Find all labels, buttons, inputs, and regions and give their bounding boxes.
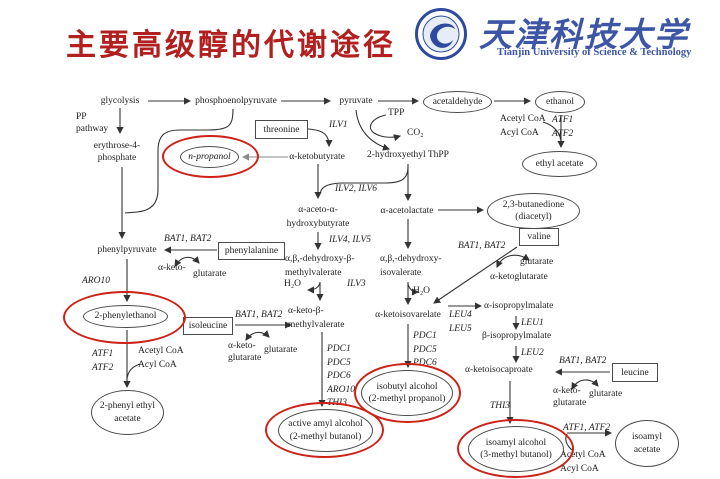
enzyme-pdc-list-mid: PDC1 PDC5 PDC6 ARO10 THI3 — [327, 344, 355, 408]
enzyme-atf1-atf2-right: ATF1, ATF2 — [563, 423, 611, 433]
node-dehydroxy-methylvalerate: α,β,-dehydroxy-β- methylvalerate — [285, 254, 355, 278]
enzyme-pdc-list-right: PDC1 PDC5 PDC6 — [413, 331, 437, 368]
node-keto-methylvalerate: α-keto-β- methylvalerate — [288, 306, 345, 330]
curve — [124, 108, 234, 214]
metabolite-h2o-right: H₂O — [413, 286, 431, 296]
node-phenylalanine: phenylalanine — [218, 242, 285, 260]
enzyme-aro10-left: ARO10 — [82, 276, 110, 286]
metabolite-glutarate-ile: glutarate — [264, 345, 298, 355]
metabolite-keto-leu: α-keto- glutarate — [553, 386, 587, 408]
enzyme-leu2: LEU2 — [521, 348, 544, 358]
enzyme-ilv2-ilv6: ILV2, ILV6 — [335, 184, 378, 194]
node-isoleucine: isoleucine — [183, 317, 233, 335]
highlight-ring-isoamyl — [457, 419, 574, 478]
highlight-ring-2-phenylethanol — [63, 291, 186, 344]
curve — [319, 166, 409, 195]
arrow — [496, 253, 530, 268]
node-alpha-isopropylmalate: α-isopropylmalate — [484, 301, 554, 311]
node-23-butanedione: 2,3-butanedione (diacetyl) — [487, 193, 580, 229]
node-glycolysis: glycolysis — [100, 96, 140, 106]
arrow — [245, 330, 270, 341]
highlight-ring-n-propanol — [162, 135, 259, 178]
arrow — [306, 282, 321, 294]
cofactor-co2: CO₂ — [407, 128, 424, 138]
cofactor-acetyl-acyl-coa-right: Acetyl CoA Acyl CoA — [560, 450, 606, 474]
enzyme-leu1: LEU1 — [521, 318, 544, 328]
enzyme-ilv1: ILV1 — [329, 120, 348, 130]
node-erythrose-4-phosphate: erythrose-4- phosphate — [93, 141, 141, 163]
arrow — [407, 283, 420, 296]
curve — [542, 121, 562, 142]
metabolite-glutarate-leu: glutarate — [589, 389, 623, 399]
arrow — [571, 379, 599, 390]
cofactor-acetyl-acyl-coa-left: Acetyl CoA Acyl CoA — [138, 346, 184, 370]
node-acetaldehyde: acetaldehyde — [423, 91, 492, 113]
enzyme-bat1-bat2-ile: BAT1, BAT2 — [235, 310, 283, 320]
university-logo-icon — [415, 8, 467, 60]
node-ethyl-acetate: ethyl acetate — [522, 151, 597, 177]
metabolite-ketoglutarate-valine: α-ketoglutarate — [490, 272, 548, 282]
node-pyruvate: pyruvate — [339, 96, 373, 106]
arrow — [307, 128, 333, 148]
university-name-cn: 天津科技大学 — [479, 15, 689, 54]
metabolite-keto-phe: α-keto- — [158, 263, 186, 273]
node-ketoisocaproate: α-ketoisocaproate — [465, 365, 533, 375]
node-phosphoenolpyruvate: phosphoenolpyruvate — [195, 96, 277, 106]
enzyme-leu4-leu5: LEU4 LEU5 — [449, 310, 472, 334]
enzyme-ilv3: ILV3 — [347, 279, 366, 289]
enzyme-atf1-atf2-top: ATF1 ATF2 — [552, 115, 574, 139]
node-leucine: leucine — [612, 363, 658, 382]
node-ketoisovarelate: α-ketoisovarelate — [375, 310, 441, 320]
node-valine: valine — [519, 228, 559, 246]
arrow — [369, 114, 402, 142]
curve — [126, 363, 141, 380]
enzyme-atf1-atf2-left: ATF1 ATF2 — [92, 349, 114, 373]
node-phenylpyruvate: phenylpyruvate — [97, 245, 157, 255]
metabolite-glutarate-phe: glutarate — [193, 269, 227, 279]
university-name-en: Tianjin University of Science & Technolo… — [497, 47, 692, 58]
enzyme-ilv4-ilv5: ILV4, ILV5 — [329, 235, 372, 245]
metabolite-glutarate-valine: glutarate — [520, 257, 554, 267]
node-alpha-ketobutyrate: α-ketobutyrate — [289, 152, 345, 162]
node-isoamyl-acetate: isoamyl acetate — [615, 420, 679, 467]
node-acetolactate: α-acetolactate — [380, 206, 434, 216]
enzyme-bat1-bat2-leu: BAT1, BAT2 — [559, 356, 607, 366]
metabolite-h2o-left: H₂O — [284, 279, 302, 289]
highlight-ring-isobutyl — [354, 363, 461, 423]
node-dehydroxy-isovalerate: α,β,-dehydroxy- isovalerate — [380, 254, 442, 278]
node-2-phenyl-ethyl-acetate: 2-phenyl ethyl acetate — [91, 390, 164, 435]
cofactor-tpp: TPP — [388, 108, 405, 118]
node-aceto-hydroxybutyrate: α-aceto-α- hydroxybutyrate — [286, 205, 350, 229]
enzyme-thi3-right: THI3 — [490, 401, 511, 411]
arrow — [174, 256, 200, 267]
node-pp-pathway: PP pathway — [76, 112, 109, 134]
arrow — [355, 109, 391, 151]
node-threonine: threonine — [255, 120, 308, 139]
node-2-hydroxyethyl-thpp: 2-hydroxyethyl ThPP — [367, 150, 449, 160]
enzyme-bat1-bat2-valine: BAT1, BAT2 — [458, 241, 506, 251]
node-beta-isopropylmalate: β-isopropylmalate — [482, 331, 552, 341]
node-ethanol: ethanol — [535, 91, 585, 113]
slide-title: 主要高级醇的代谢途径 — [66, 28, 396, 63]
cofactor-acetyl-acyl-coa-top: Acetyl CoA Acyl CoA — [500, 114, 546, 138]
enzyme-bat1-bat2-phe: BAT1, BAT2 — [164, 234, 212, 244]
metabolite-keto-ile: α-keto- glutarate — [228, 341, 262, 363]
